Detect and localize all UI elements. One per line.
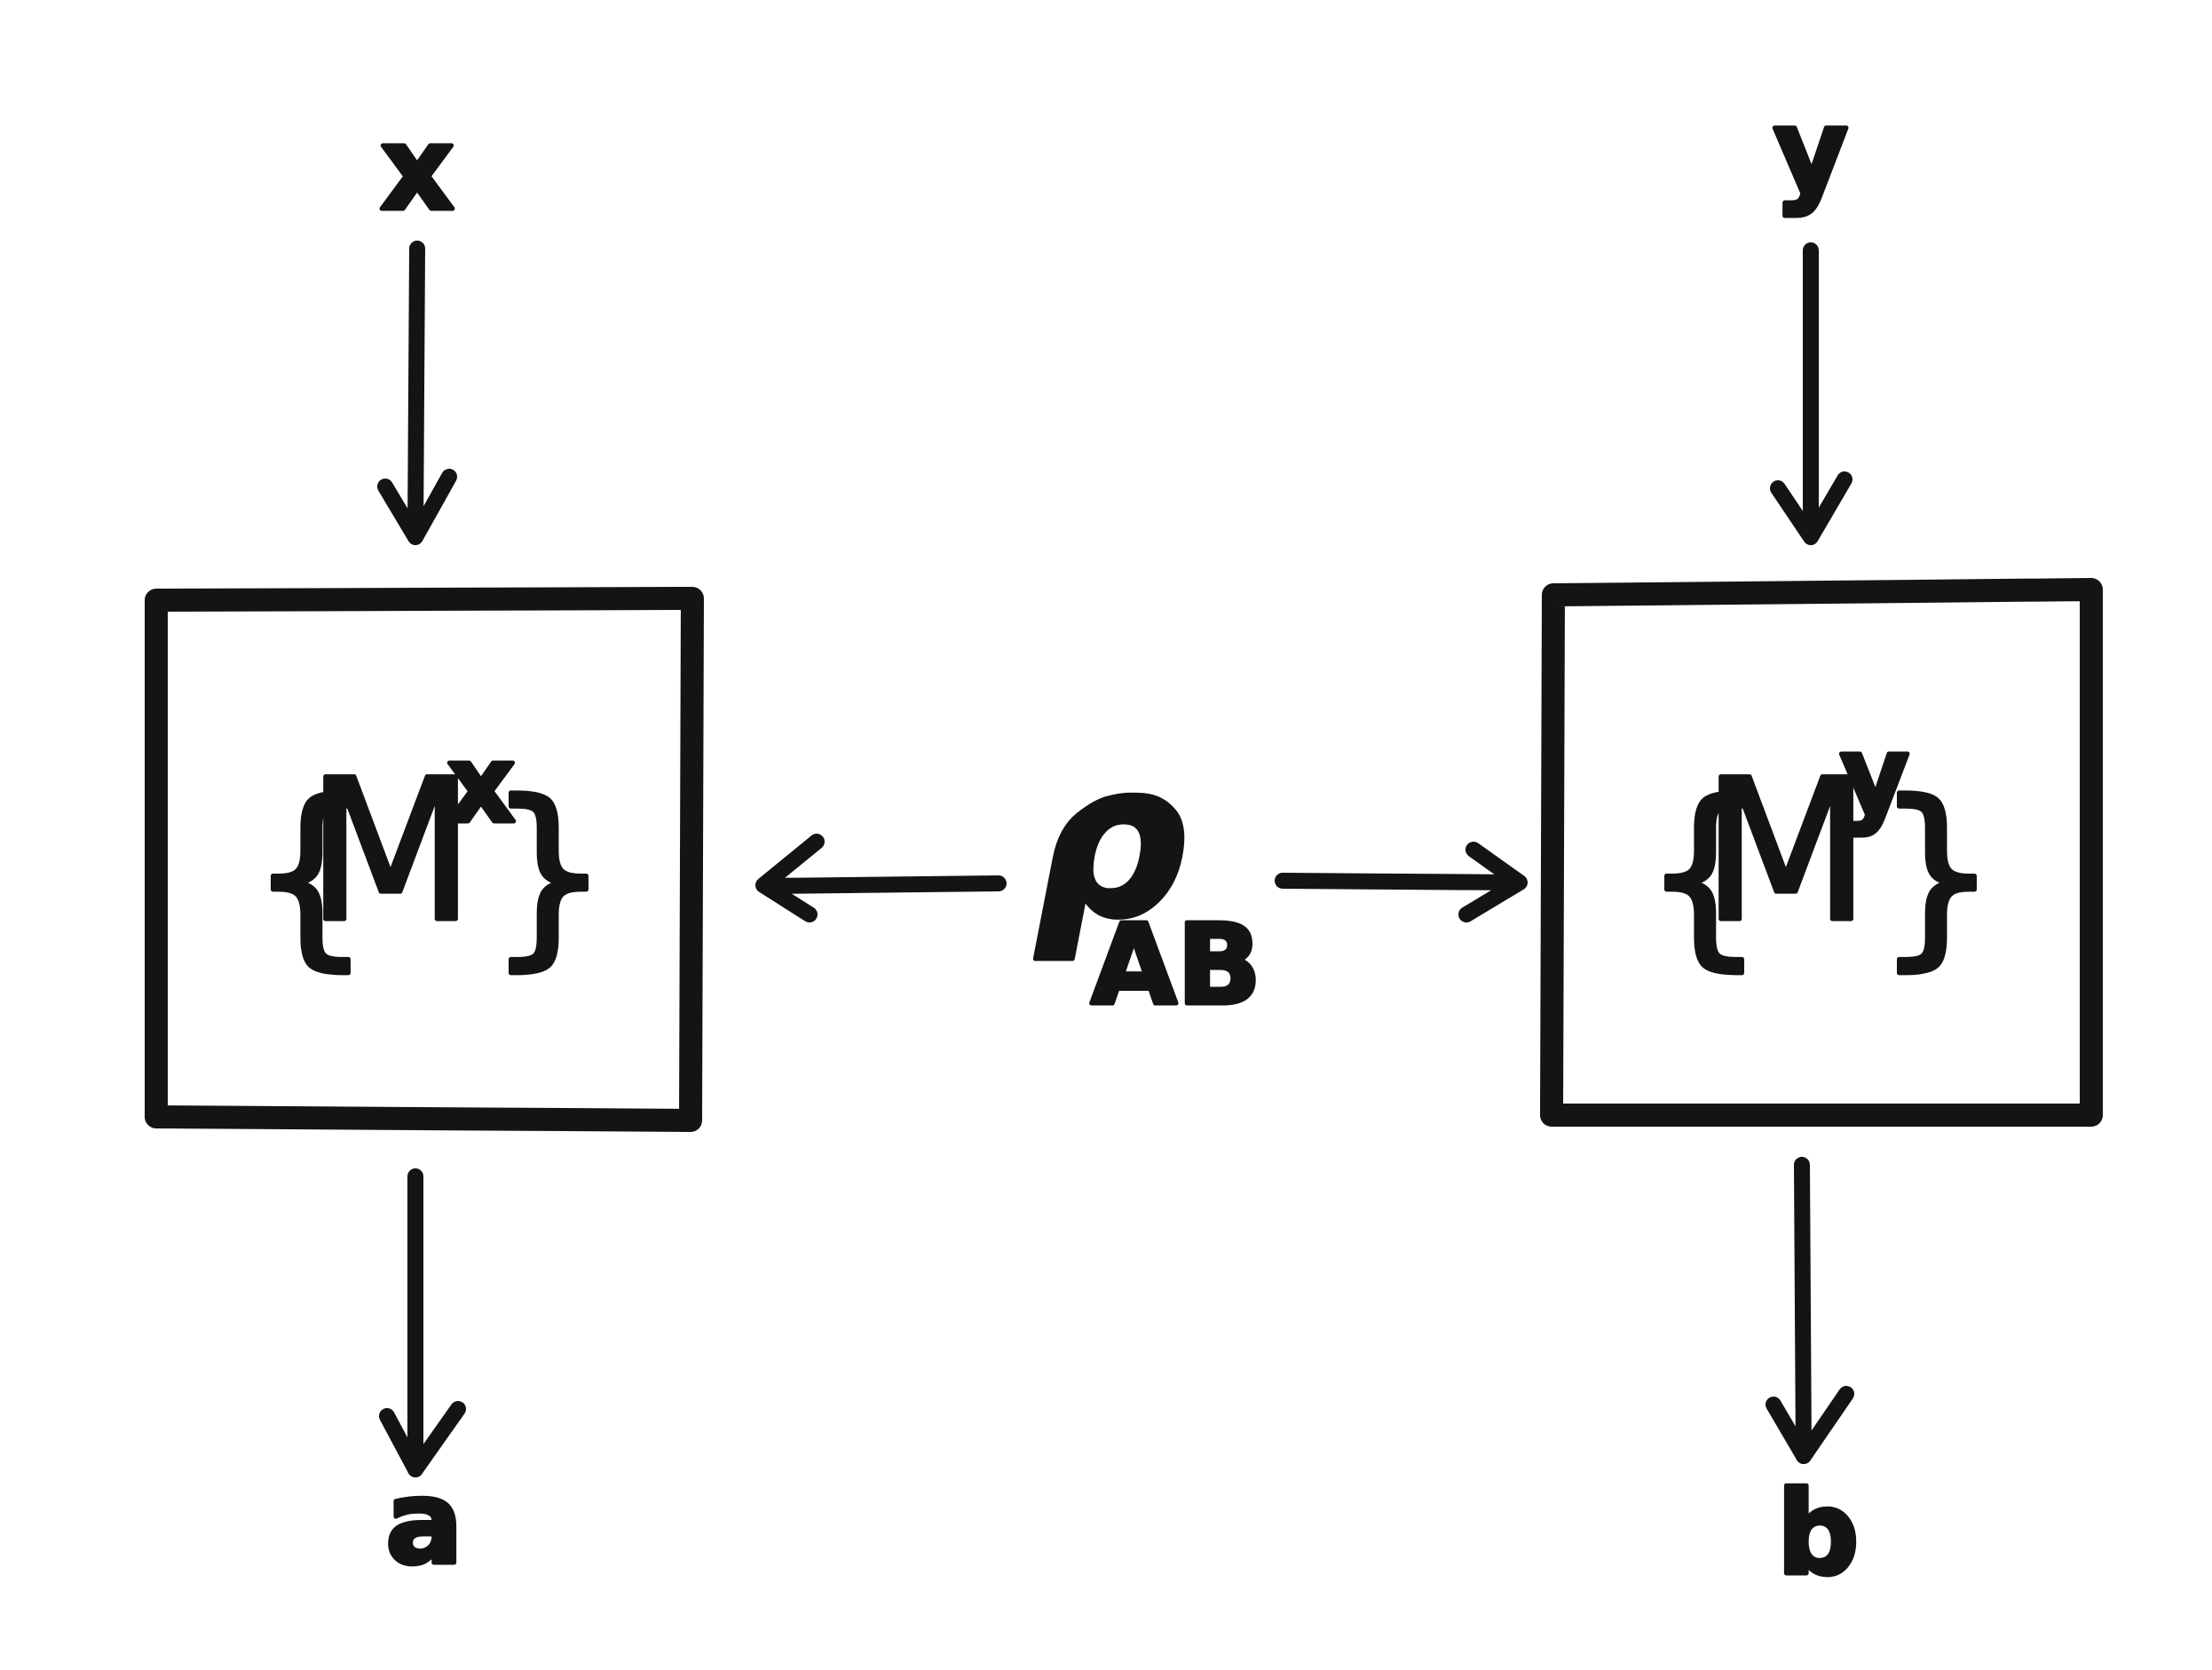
bob-close-brace: } xyxy=(1875,760,1999,987)
bob-open-brace: { xyxy=(1642,760,1766,987)
alice-measurement-box xyxy=(145,587,704,1132)
bob-operator-symbol: M xyxy=(1702,738,1870,965)
bob-measurement-box xyxy=(1540,578,2103,1127)
alice-operator-symbol: M xyxy=(306,738,475,965)
alice-superscript: x xyxy=(446,724,515,847)
state-symbol: ρ xyxy=(1033,716,1186,965)
shared-state: ρ AB xyxy=(1031,715,1264,1033)
bob-superscript: y xyxy=(1840,715,1909,838)
bob-output-label: b xyxy=(1776,1466,1859,1601)
bob-measurement-set: { M y } xyxy=(1640,713,2002,990)
alice-input-label: x xyxy=(380,101,454,236)
alice-output-label: a xyxy=(385,1455,463,1590)
alice-close-brace: } xyxy=(486,760,611,987)
state-subscript: AB xyxy=(1091,901,1261,1030)
alice-input-arrow xyxy=(377,241,457,545)
state-to-bob-arrow xyxy=(1275,842,1528,922)
bob-input-label: y xyxy=(1774,83,1849,218)
alice-output-arrow xyxy=(379,1168,466,1477)
bob-input-arrow xyxy=(1770,242,1853,545)
state-to-alice-arrow xyxy=(755,834,1007,922)
alice-open-brace: { xyxy=(249,760,373,987)
alice-measurement-set: { M x } xyxy=(247,722,613,990)
bob-output-arrow xyxy=(1766,1157,1854,1464)
